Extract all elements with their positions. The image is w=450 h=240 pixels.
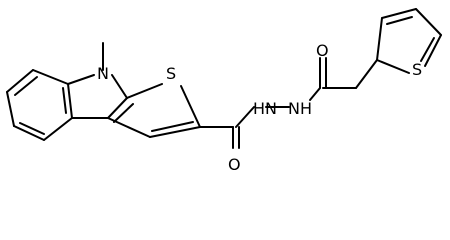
pyrrole-ring — [67, 42, 128, 119]
atom-s-fused: S — [166, 64, 176, 83]
atom-o-carbonyl2: O — [316, 41, 329, 60]
molecule-diagram: N S O HN NH O S — [6, 8, 442, 174]
atom-labels: N S O HN NH O S — [97, 41, 422, 174]
benzene-ring — [6, 69, 73, 141]
atom-nh: NH — [288, 99, 312, 118]
fused-thiophene-ring — [107, 83, 201, 138]
terminal-thiophene-ring — [376, 8, 442, 74]
hydrazide-chain — [199, 57, 378, 149]
atom-hn: HN — [253, 99, 277, 118]
atom-s-thiophene: S — [412, 60, 422, 79]
atom-n-indole: N — [97, 64, 109, 83]
structure-svg: N S O HN NH O S — [6, 8, 442, 174]
atom-o-carbonyl1: O — [228, 155, 241, 174]
